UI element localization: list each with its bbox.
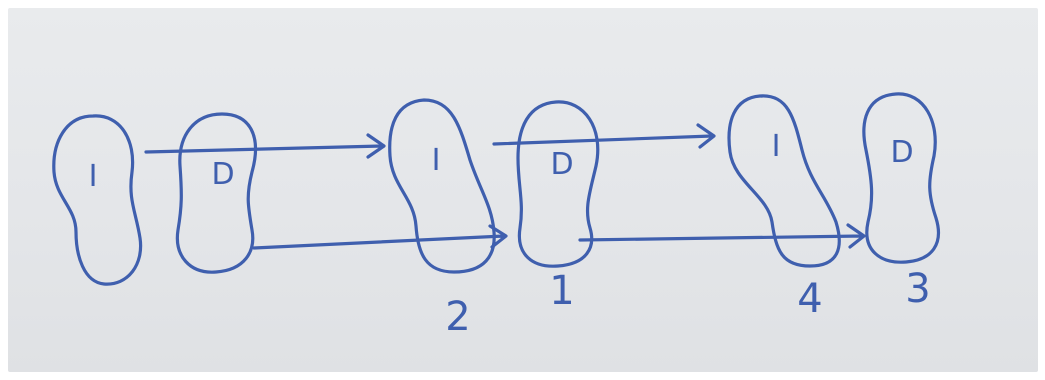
footprint-1-outline [52, 114, 143, 286]
footprint-5-letter: I [772, 129, 781, 164]
footprint-5-step-number: 4 [797, 276, 822, 322]
footprint-1-letter: I [89, 159, 98, 194]
footprint-4-step-number: 1 [549, 268, 574, 314]
footprint-4-outline [516, 100, 600, 268]
paper-sheet [8, 8, 1038, 372]
footprint-6-letter: D [890, 135, 913, 170]
footprint-3-outline [388, 98, 496, 274]
footprint-3-step-number: 2 [445, 294, 470, 340]
footprint-6-outline [862, 92, 941, 264]
footprint-4-letter: D [550, 147, 573, 182]
arrow-left-foot-step-1 [144, 133, 386, 159]
arrow-left-foot-step-2 [492, 123, 716, 149]
footprint-2-outline [175, 112, 258, 274]
footprint-2-letter: D [211, 157, 234, 192]
arrow-right-foot-step-2 [578, 223, 866, 249]
footprint-6-step-number: 3 [905, 266, 930, 312]
footprint-3-letter: I [432, 143, 441, 178]
footprint-5-outline [727, 94, 841, 268]
arrow-right-foot-step-1 [252, 224, 508, 250]
